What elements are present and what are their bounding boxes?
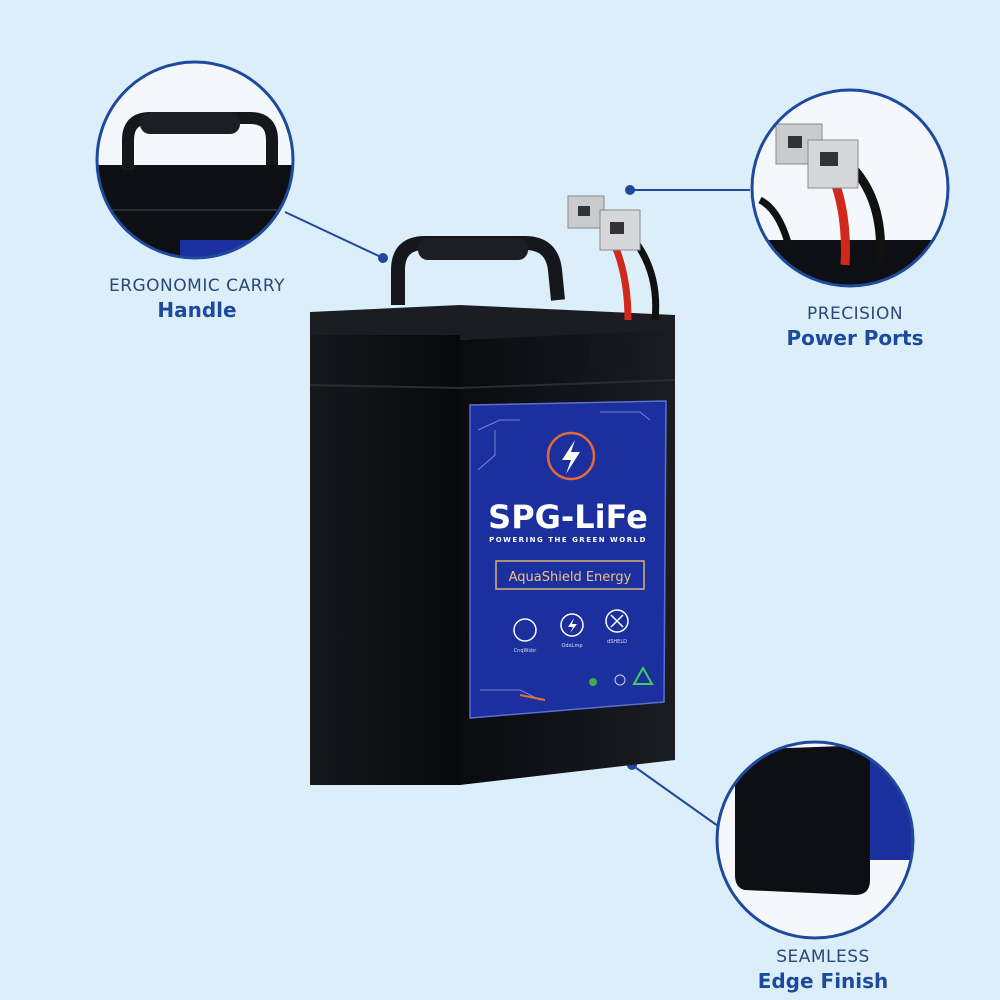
leader-line-edge [631, 764, 719, 827]
leader-dot-handle [378, 253, 388, 263]
product-name: AquaShield Energy [509, 570, 632, 585]
callout-title: Edge Finish [757, 969, 889, 993]
callout-edge: SEAMLESS Edge Finish [693, 947, 953, 993]
callout-caption: ERGONOMIC CARRY [108, 276, 286, 296]
recycle-icon [632, 665, 654, 685]
callout-title: Handle [157, 298, 237, 322]
detail-circle-handle [95, 60, 295, 260]
feature-label: CnqWsbr [514, 648, 538, 654]
callout-caption: SEAMLESS [776, 947, 870, 967]
product-label: SPG-LiFe POWERING THE GREEN WORLD AquaSh… [469, 400, 667, 719]
callout-handle: ERGONOMIC CARRY Handle [67, 276, 327, 322]
detail-circle-ports [750, 88, 950, 288]
callout-ports: PRECISION Power Ports [725, 304, 985, 350]
power-port-connector [567, 195, 641, 251]
callout-title: Power Ports [786, 326, 924, 350]
product-name-box [495, 560, 645, 590]
feature-label: dSHELD [607, 639, 627, 645]
tagline: POWERING THE GREEN WORLD [489, 536, 647, 544]
leader-line-handle [284, 211, 384, 259]
lightning-bolt-icon [546, 431, 596, 481]
brand-name: SPG-LiFe [488, 498, 648, 536]
lightning-bolt-icon [560, 613, 584, 637]
close-icon [605, 609, 629, 633]
leader-lines [284, 189, 750, 827]
feature-label: OdeLmp [561, 643, 582, 649]
detail-circle-edge [715, 740, 915, 940]
shield-icon [513, 618, 537, 642]
leader-dot-ports [625, 185, 635, 195]
battery-front [310, 335, 460, 785]
handle-grip [418, 238, 528, 260]
battery: SPG-LiFe POWERING THE GREEN WORLD AquaSh… [309, 195, 676, 785]
callout-caption: PRECISION [806, 304, 904, 324]
